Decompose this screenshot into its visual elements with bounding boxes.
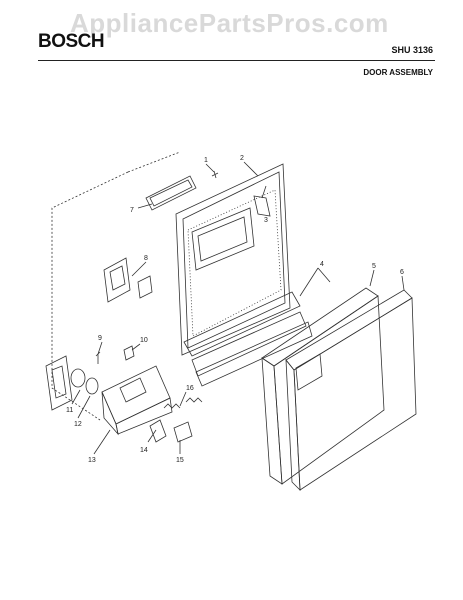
spring bbox=[185, 397, 203, 403]
front-panel bbox=[285, 289, 417, 492]
hinge-bracket bbox=[253, 195, 271, 217]
rinse-aid-dispenser bbox=[103, 257, 153, 303]
bottom-trim-strip bbox=[183, 291, 313, 387]
leader-lines bbox=[71, 161, 405, 455]
lock-housing bbox=[101, 365, 173, 436]
callout-3: 3 bbox=[264, 217, 268, 224]
callout-12: 12 bbox=[74, 421, 82, 428]
callout-8: 8 bbox=[144, 255, 148, 262]
brand-logo: BOSCH bbox=[38, 31, 105, 52]
callout-14: 14 bbox=[140, 447, 148, 454]
spring bbox=[163, 403, 181, 409]
callout-5: 5 bbox=[372, 263, 376, 270]
header-rule bbox=[38, 60, 435, 61]
callout-4: 4 bbox=[320, 261, 324, 268]
latch-rings bbox=[70, 368, 99, 395]
outer-panel-middle bbox=[261, 287, 385, 485]
model-number: SHU 3136 bbox=[391, 45, 433, 55]
catch bbox=[149, 419, 167, 443]
catch-block bbox=[173, 421, 193, 443]
callout-11: 11 bbox=[66, 407, 73, 414]
callout-13: 13 bbox=[88, 457, 96, 464]
callout-9: 9 bbox=[98, 335, 102, 342]
door-handle bbox=[45, 355, 73, 411]
callout-1: 1 bbox=[204, 157, 208, 164]
callout-2: 2 bbox=[240, 155, 244, 162]
screw bbox=[211, 170, 219, 179]
callout-10: 10 bbox=[140, 337, 148, 344]
dispenser-window bbox=[191, 207, 255, 271]
section-title: DOOR ASSEMBLY bbox=[363, 68, 433, 77]
inner-door-panel bbox=[175, 163, 291, 356]
callout-15: 15 bbox=[176, 457, 184, 464]
callout-7: 7 bbox=[130, 207, 134, 214]
latch-pin bbox=[123, 345, 135, 361]
gasket bbox=[145, 175, 197, 211]
dashed-boundary bbox=[51, 151, 181, 421]
watermark-text: AppliancePartsPros.com bbox=[70, 8, 389, 38]
callout-16: 16 bbox=[186, 385, 194, 392]
callout-6: 6 bbox=[400, 269, 404, 276]
